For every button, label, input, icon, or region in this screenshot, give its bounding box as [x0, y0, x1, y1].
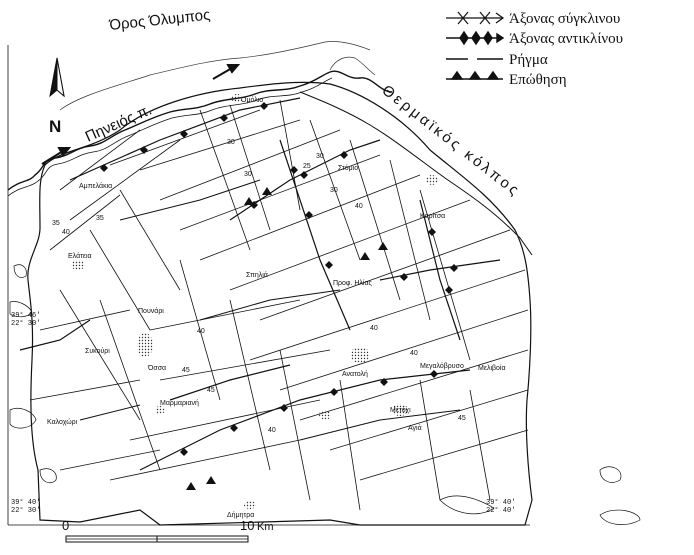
scale-start-label: 0 [62, 518, 69, 533]
place-label: Μετόχι [390, 406, 411, 414]
place-label: Όσσα [147, 365, 166, 372]
place-label: Καλοχώρι [47, 418, 78, 426]
dip-value: 40 [62, 229, 70, 236]
dip-value: 45 [458, 415, 466, 422]
pineios-river-label: Πηνειός π. [83, 101, 155, 145]
anticline-axes [19, 97, 501, 471]
dip-value: 40 [268, 427, 276, 434]
fault-network [29, 99, 529, 511]
village-areas [71, 94, 438, 509]
axis-markers [100, 102, 458, 456]
dip-value: 40 [197, 328, 205, 335]
dip-value: 45 [182, 367, 190, 374]
pineios-river-bank [7, 77, 333, 197]
dip-value: 30 [227, 139, 235, 146]
legend-thrust-symbol [446, 70, 503, 80]
place-label: Δήμητρα [227, 512, 254, 519]
dip-value: 40 [355, 203, 363, 210]
scale-bar: 0 10 Km [62, 518, 274, 543]
mount-olympus-label: Όρος Όλυμπος [108, 6, 211, 34]
scale-end-label: 10 [240, 518, 254, 533]
olympus-contour [329, 56, 376, 76]
coastline [299, 91, 533, 256]
flow-arrow [41, 147, 72, 165]
dip-value: 25 [303, 163, 311, 170]
legend-label-thrust: Επώθηση [509, 72, 567, 88]
legend-anticline-symbol [446, 30, 505, 46]
place-label: Ελάτεια [68, 252, 92, 260]
coord-label: 22° 30' [11, 319, 40, 328]
legend-syncline-symbol [446, 11, 505, 25]
place-label: Ομόλιο [241, 96, 263, 104]
place-label: Μελιβοία [478, 364, 506, 372]
place-label: Καρίτσα [420, 212, 445, 220]
legend-label-anticline: Άξονας αντικλίνου [509, 31, 623, 47]
north-label: N [49, 117, 61, 136]
dip-value: 40 [370, 325, 378, 332]
place-label: Σπηλιά [246, 271, 268, 279]
syncline-axes [79, 179, 461, 441]
place-label: Αμπελάκια [79, 182, 112, 190]
thrust-markers [186, 187, 388, 490]
legend-label-fault: Ρήγμα [509, 52, 548, 68]
coord-label: 39° 40' [486, 498, 515, 507]
coord-label: 22° 30' [11, 506, 40, 515]
olympus-contour [59, 41, 371, 111]
place-labels: Ομόλιο Στόμιο Αμπελάκια Καρίτσα Ελάτεια … [47, 96, 506, 519]
legend: Άξονας σύγκλινου Άξονας αντικλίνου Ρήγμα… [446, 11, 623, 88]
outcrop-outlines [9, 264, 641, 525]
place-label: Ανατολή [342, 371, 368, 378]
place-label: Αγιά [408, 424, 422, 432]
place-label: Μεγαλόβρυσο [420, 362, 464, 370]
dip-value: 30 [244, 171, 252, 178]
dip-value: 35 [96, 215, 104, 222]
dip-values: 40 35 30 45 30 40 25 30 40 45 40 40 30 3… [52, 139, 466, 434]
place-label: Στόμιο [338, 164, 358, 172]
place-label: Μαρμαριανή [160, 400, 199, 407]
dip-value: 45 [207, 387, 215, 394]
coordinate-labels: 39° 46' 22° 30' 39° 40' 22° 30' 39° 40' … [11, 311, 515, 515]
place-label: Προφ. Ηλίας [333, 279, 373, 287]
dip-value: 30 [330, 187, 338, 194]
study-area-boundary [27, 81, 533, 526]
dip-value: 40 [410, 350, 418, 357]
legend-label-syncline: Άξονας σύγκλινου [509, 11, 620, 27]
scale-unit-label: Km [257, 521, 274, 533]
coord-label: 22° 40' [486, 506, 515, 515]
flow-arrow [212, 64, 241, 80]
dip-value: 30 [316, 153, 324, 160]
dip-value: 35 [52, 220, 60, 227]
coord-label: 39° 40' [11, 498, 40, 507]
place-label: Πουνάρι [138, 307, 164, 315]
coord-label: 39° 46' [11, 311, 40, 320]
place-label: Συκούρι [85, 347, 110, 355]
north-arrow: N [49, 57, 65, 136]
